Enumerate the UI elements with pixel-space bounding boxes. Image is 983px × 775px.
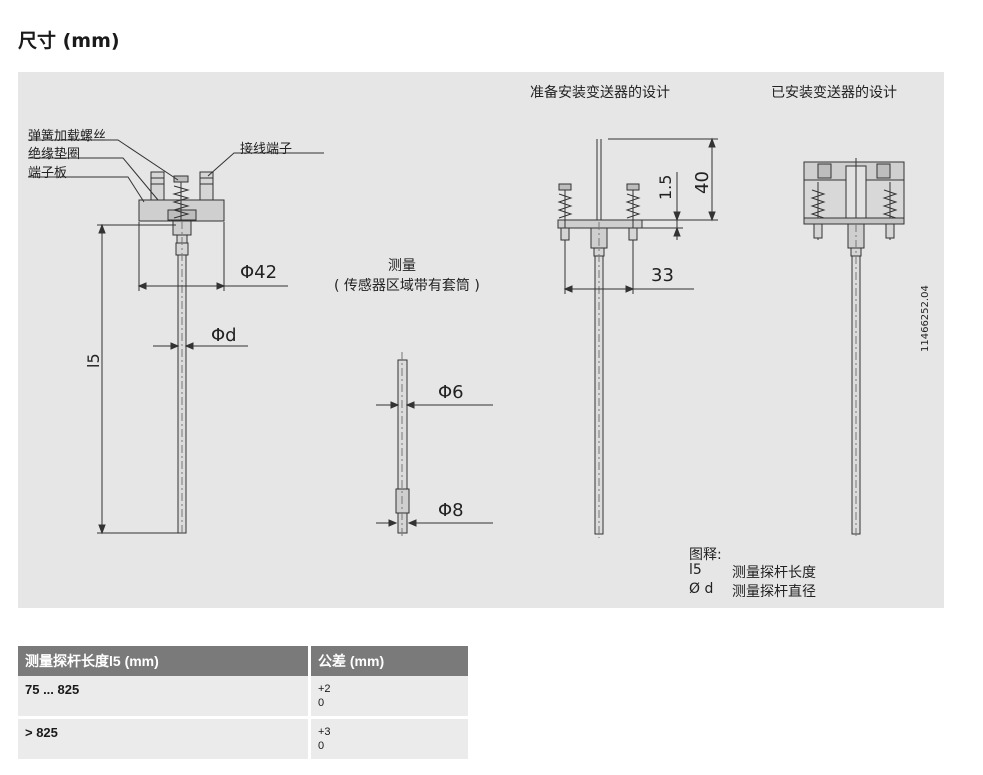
dimension-drawing-panel: 准备安装变送器的设计 已安装变送器的设计 弹簧加载螺丝 绝缘垫圈 端子板 接线端… [18,72,944,608]
cell-length: > 825 [18,716,311,759]
measure-title: 测量 [388,258,416,274]
dim-phi8: Φ8 [438,500,464,521]
callout-insulating-washer: 绝缘垫圈 [28,147,81,162]
heading-installed-design: 已安装变送器的设计 [771,85,897,101]
tolerance-table: 测量探杆长度l5 (mm) 公差 (mm) 75 ... 825 +2 0 > … [18,646,468,759]
table-row: > 825 +3 0 [18,716,468,759]
callout-terminals: 接线端子 [240,142,293,157]
dim-phid: Φd [211,325,237,346]
dim-l5: l5 [84,353,103,368]
tolerance-lower: 0 [318,697,325,709]
table-row: 75 ... 825 +2 0 [18,676,468,718]
legend-title: 图释: [689,547,722,563]
cell-tolerance: +3 0 [309,716,468,759]
measure-subtitle: ( 传感器区域带有套筒 ) [334,278,480,294]
legend-symbol-l5: l5 [689,562,702,578]
legend-symbol-d: Ø d [689,581,714,597]
header-tolerance: 公差 (mm) [309,646,468,676]
dim-1-5: 1.5 [656,174,675,200]
heading-prepared-design: 准备安装变送器的设计 [530,85,670,101]
drawing-id: 11466252.04 [920,285,931,352]
dim-40: 40 [692,171,713,194]
legend-text-d: 测量探杆直径 [732,584,816,600]
header-probe-length: 测量探杆长度l5 (mm) [18,646,311,676]
callout-terminal-board: 端子板 [28,166,68,181]
dim-phi42: Φ42 [240,262,278,283]
tolerance-upper: +2 [318,683,331,695]
tolerance-lower: 0 [318,740,325,752]
dimension-drawing [28,137,905,538]
cell-length: 75 ... 825 [18,676,311,718]
page-title: 尺寸 (mm) [18,30,120,52]
tolerance-upper: +3 [318,726,331,738]
callout-spring-screw: 弹簧加载螺丝 [28,129,107,144]
dim-phi6: Φ6 [438,382,464,403]
cell-tolerance: +2 0 [309,676,468,718]
legend-text-l5: 测量探杆长度 [732,565,816,581]
table-header-row: 测量探杆长度l5 (mm) 公差 (mm) [18,646,468,676]
dim-33: 33 [651,265,674,286]
